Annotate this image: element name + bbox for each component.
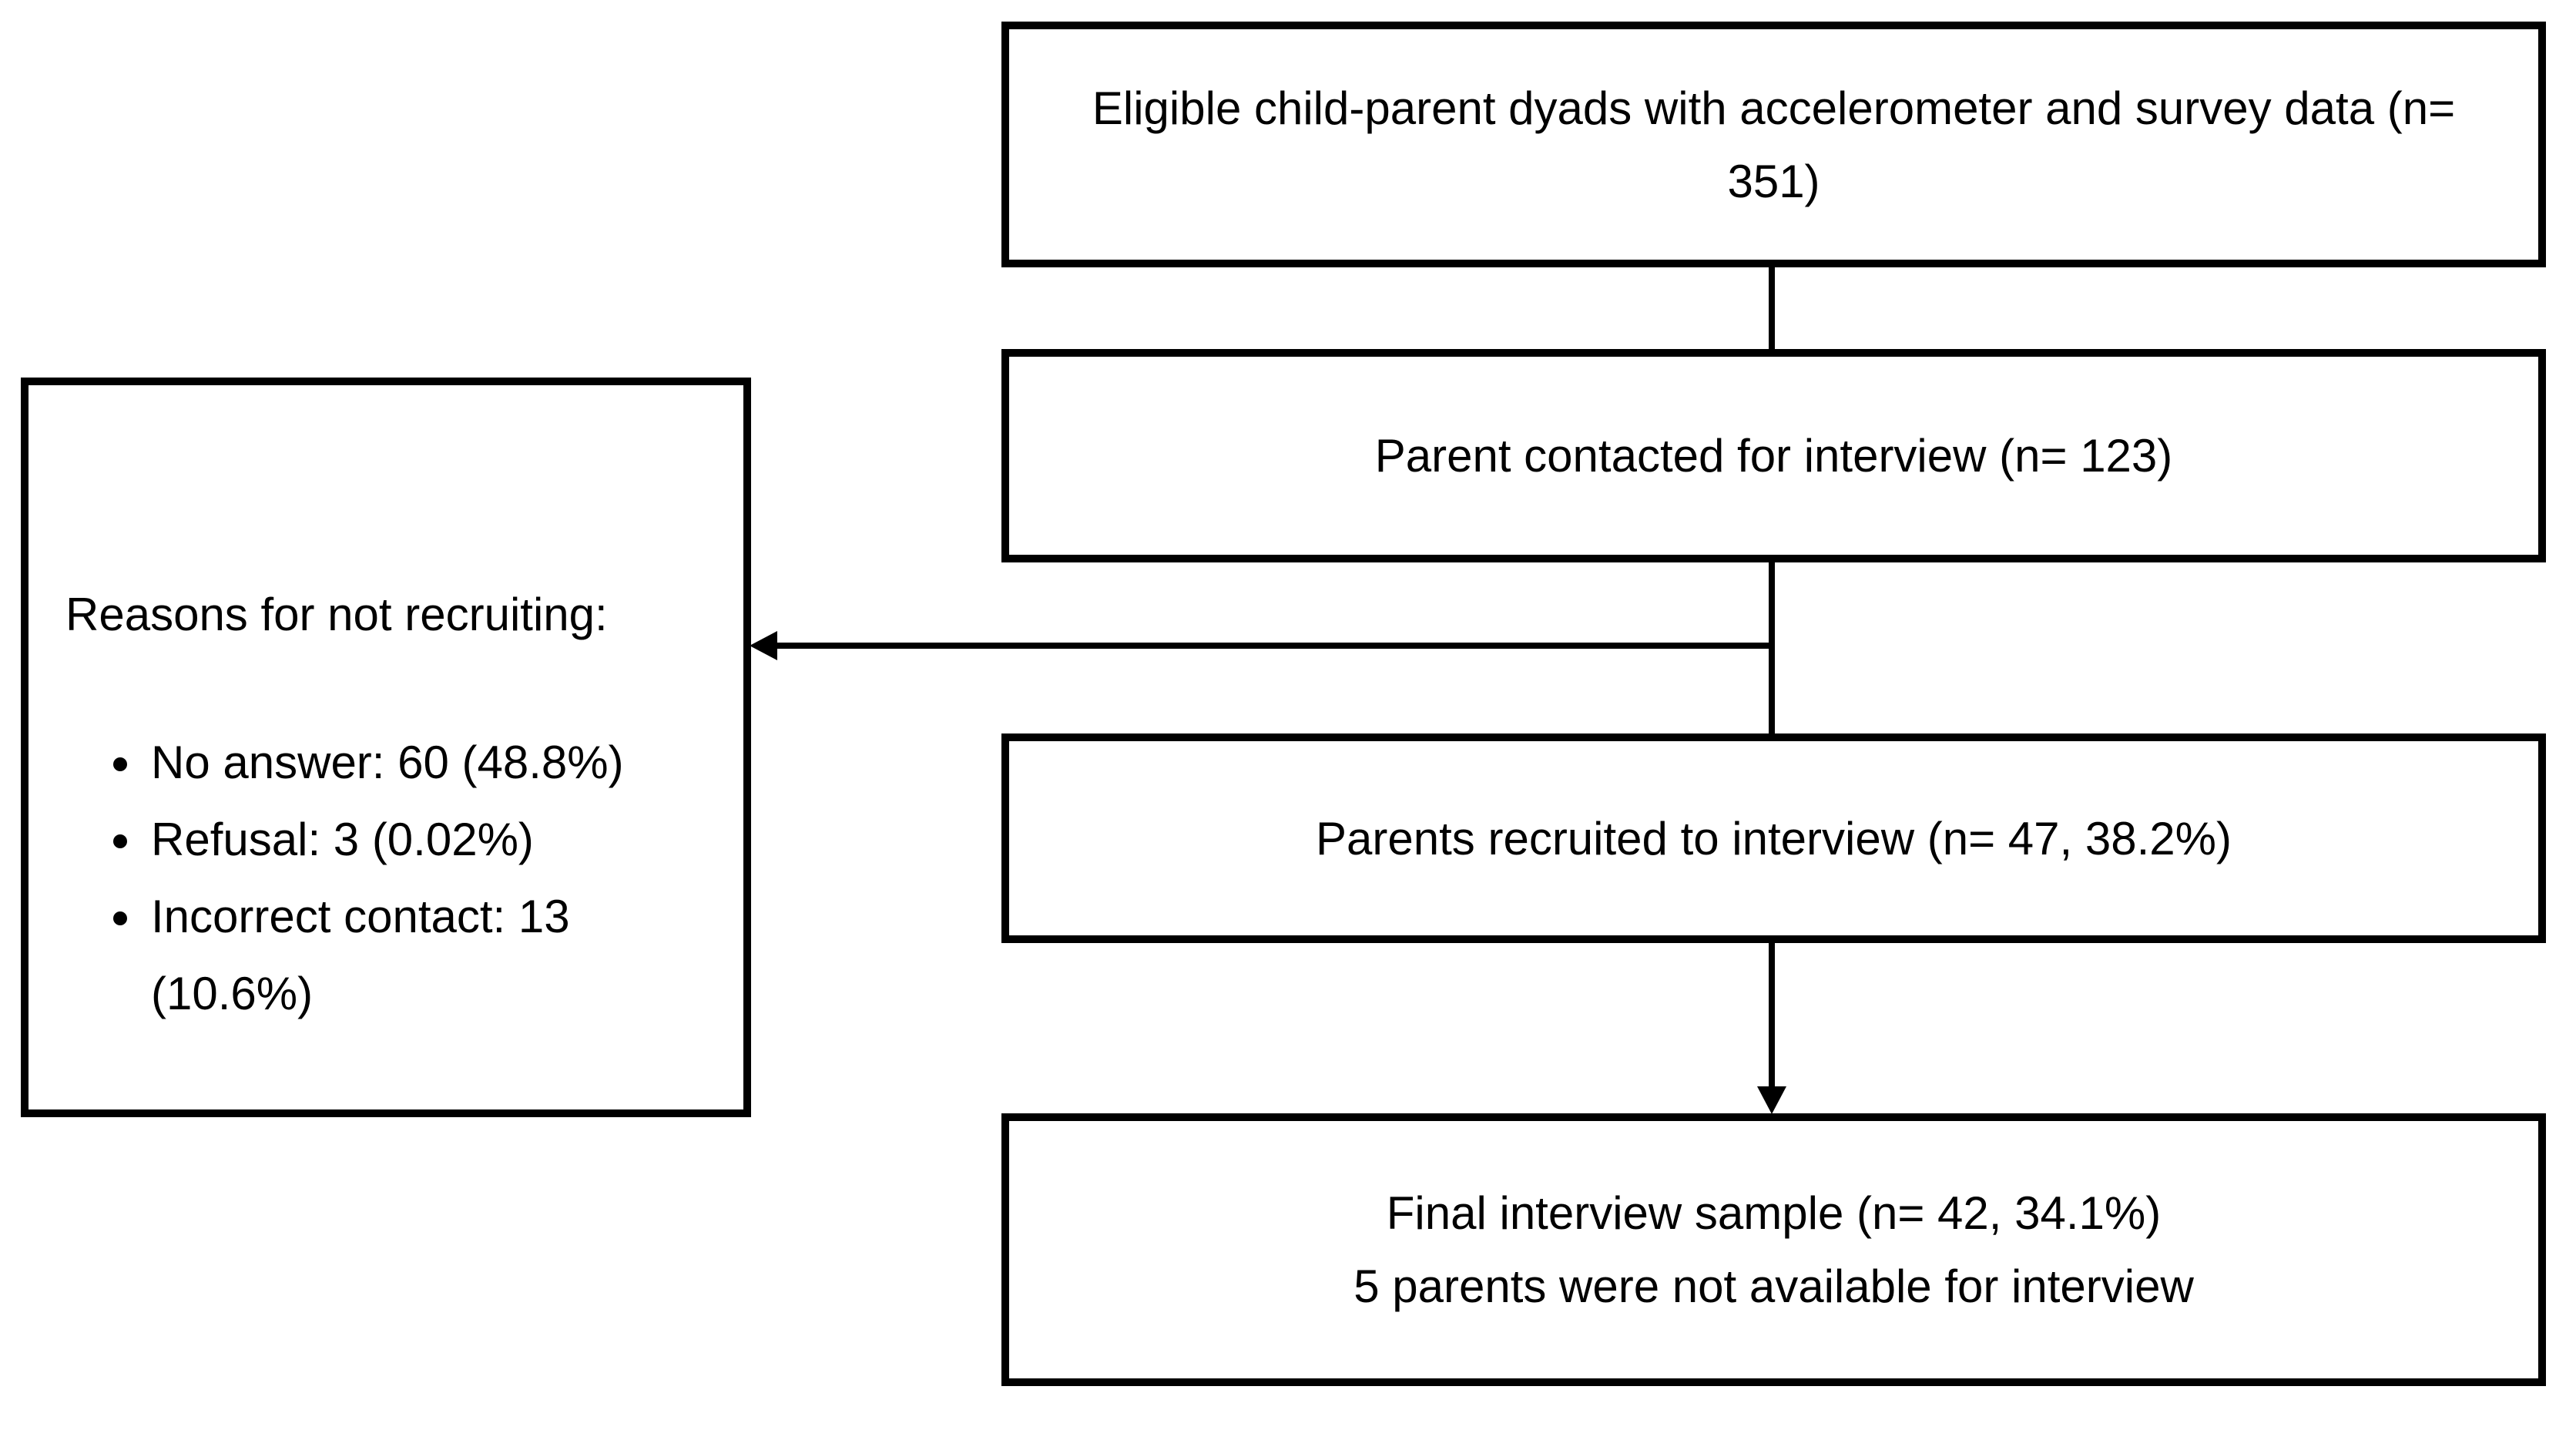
connector-contacted-to-recruited: [1769, 562, 1775, 733]
box-parents-recruited: Parents recruited to interview (n= 47, 3…: [1001, 733, 2546, 943]
box-final-line2: 5 parents were not available for intervi…: [1353, 1260, 2194, 1312]
connector-recruited-to-final: [1769, 942, 1775, 1090]
left-arrowhead-icon: [750, 631, 777, 660]
box-final-interview-sample: Final interview sample (n= 42, 34.1%) 5 …: [1001, 1113, 2546, 1386]
list-item-no-answer: No answer: 60 (48.8%): [146, 724, 720, 801]
box-eligible-line1: Eligible child-parent dyads with acceler…: [1092, 82, 2456, 134]
box-eligible-dyads: Eligible child-parent dyads with acceler…: [1001, 22, 2546, 267]
arrow-to-reasons-line: [772, 643, 1772, 649]
reasons-title: Reasons for not recruiting:: [65, 589, 608, 640]
connector-eligible-to-contacted: [1769, 267, 1775, 349]
box-eligible-line2: 351): [1727, 155, 1820, 207]
reasons-list: No answer: 60 (48.8%) Refusal: 3 (0.02%)…: [65, 724, 720, 1032]
down-arrowhead-icon: [1757, 1086, 1786, 1114]
box-reasons-not-recruiting: Reasons for not recruiting: No answer: 6…: [21, 378, 751, 1117]
list-item-refusal: Refusal: 3 (0.02%): [146, 801, 720, 878]
box-contacted-label: Parent contacted for interview (n= 123): [1374, 430, 2173, 482]
list-item-incorrect-contact: Incorrect contact: 13 (10.6%): [146, 878, 720, 1032]
box-final-line1: Final interview sample (n= 42, 34.1%): [1386, 1187, 2162, 1239]
box-parent-contacted: Parent contacted for interview (n= 123): [1001, 349, 2546, 562]
box-recruited-label: Parents recruited to interview (n= 47, 3…: [1316, 812, 2232, 864]
